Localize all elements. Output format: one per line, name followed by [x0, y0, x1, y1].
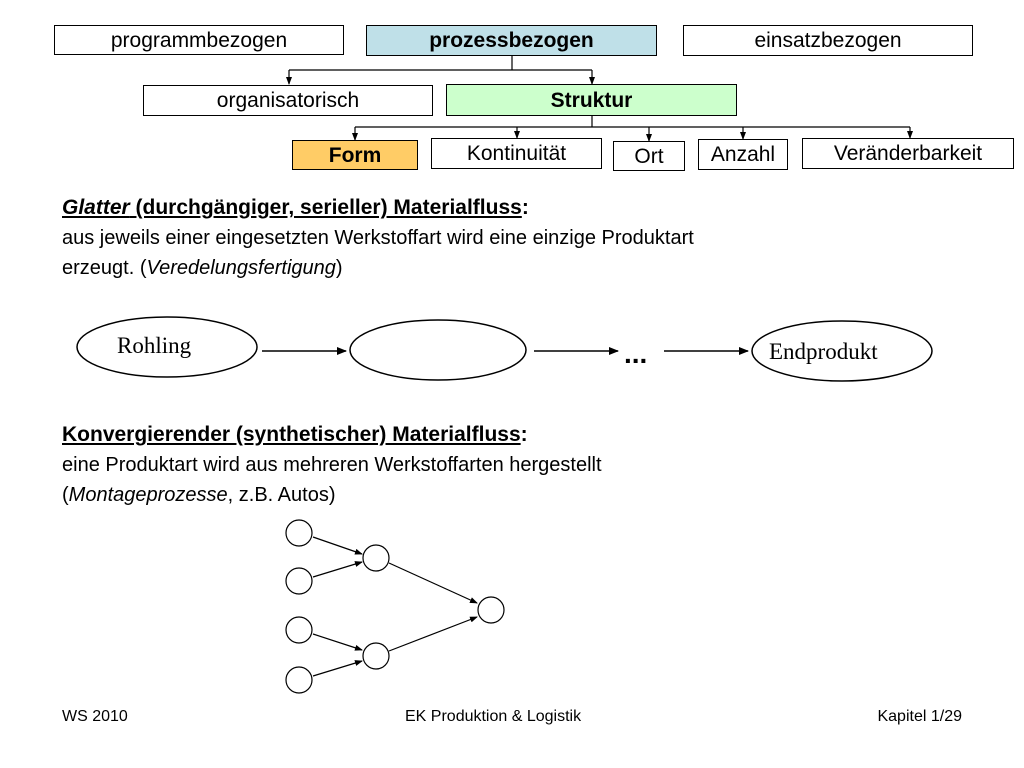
- category-kontinuitaet: Kontinuität: [431, 138, 602, 169]
- input-node: [285, 519, 313, 547]
- category-veraenderbarkeit: Veränderbarkeit: [802, 138, 1014, 169]
- section-konvergierend: Konvergierender (synthetischer) Material…: [62, 420, 602, 510]
- heading-text: (durchgängiger, serieller) Materialfluss: [129, 196, 522, 219]
- heading-italic: Glatter: [62, 196, 130, 219]
- category-label: programmbezogen: [110, 28, 288, 52]
- tree-connector-level2: [352, 116, 913, 142]
- convergent-flow-diagram: [285, 519, 505, 694]
- category-prozessbezogen: prozessbezogen: [366, 25, 657, 56]
- heading-text: Konvergierender (synthetischer) Material…: [62, 423, 521, 446]
- section-heading: Glatter (durchgängiger, serieller) Mater…: [62, 193, 694, 223]
- body-text: erzeugt. (: [62, 257, 147, 279]
- section-body-line: (Montageprozesse, z.B. Autos): [62, 480, 602, 510]
- flow-node-rohling: [76, 316, 258, 378]
- category-label: Veränderbarkeit: [833, 142, 983, 165]
- flow-ellipsis: ...: [624, 338, 648, 369]
- footer-center: EK Produktion & Logistik: [405, 708, 582, 725]
- footer-right: Kapitel 1/29: [877, 708, 962, 725]
- flow-node-intermediate: [349, 319, 527, 381]
- category-label: prozessbezogen: [429, 29, 594, 52]
- merge-node: [362, 544, 390, 572]
- category-einsatzbezogen: einsatzbezogen: [683, 25, 973, 56]
- body-text: , z.B. Autos): [227, 484, 336, 506]
- flow-label-rohling: Rohling: [117, 333, 192, 358]
- category-ort: Ort: [613, 141, 685, 171]
- output-node: [477, 596, 505, 624]
- category-label: Ort: [634, 144, 664, 168]
- input-node: [285, 616, 313, 644]
- serial-flow-diagram: [76, 316, 933, 382]
- category-organisatorisch: organisatorisch: [143, 85, 433, 116]
- category-label: Struktur: [550, 88, 633, 112]
- section-heading: Konvergierender (synthetischer) Material…: [62, 420, 602, 450]
- category-label: organisatorisch: [216, 89, 360, 112]
- section-glatter: Glatter (durchgängiger, serieller) Mater…: [62, 193, 694, 283]
- input-node: [285, 567, 313, 595]
- section-body-line: eine Produktart wird aus mehreren Werkst…: [62, 454, 602, 476]
- category-anzahl: Anzahl: [698, 139, 788, 170]
- body-italic: Veredelungsfertigung: [146, 257, 336, 279]
- flow-label-endprodukt: Endprodukt: [769, 339, 878, 364]
- heading-colon: :: [520, 423, 528, 446]
- flow-node-endprodukt: [751, 320, 933, 382]
- category-label: Form: [328, 143, 382, 167]
- category-struktur: Struktur: [446, 84, 737, 116]
- body-text: ): [335, 257, 343, 279]
- body-italic: Montageprozesse: [68, 484, 228, 506]
- footer-left: WS 2010: [62, 708, 128, 725]
- tree-connector-level1: [286, 56, 595, 85]
- section-body-line: aus jeweils einer eingesetzten Werkstoff…: [62, 227, 694, 249]
- category-programmbezogen: programmbezogen: [54, 25, 344, 55]
- body-text: (: [62, 484, 69, 506]
- input-node: [285, 666, 313, 694]
- category-label: Kontinuität: [466, 142, 567, 165]
- category-form: Form: [292, 140, 418, 170]
- heading-colon: :: [521, 196, 529, 219]
- merge-node: [362, 642, 390, 670]
- category-label: einsatzbezogen: [754, 29, 902, 52]
- section-body-line: erzeugt. (Veredelungsfertigung): [62, 253, 694, 283]
- category-label: Anzahl: [710, 143, 776, 166]
